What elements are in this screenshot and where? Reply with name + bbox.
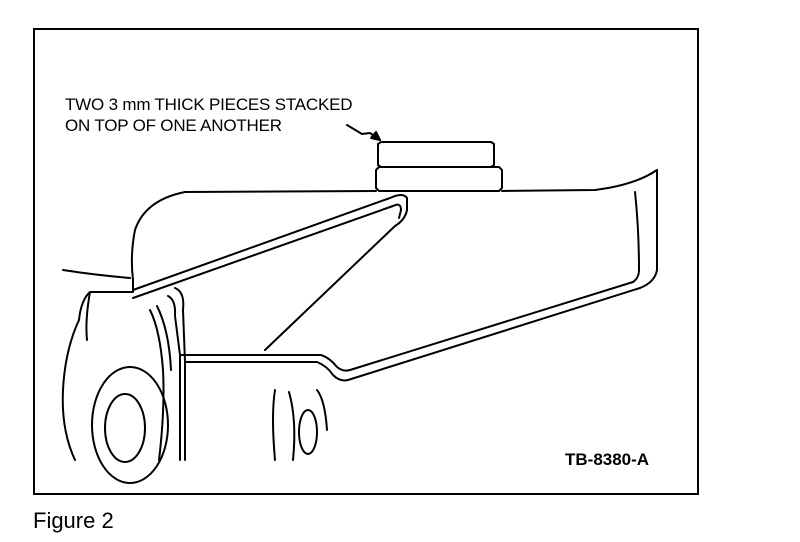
mounting-bracket [78, 169, 658, 461]
right-lower-hole [272, 389, 328, 461]
upper-spacer-piece [377, 141, 495, 168]
callout-label: TWO 3 mm THICK PIECES STACKED ON TOP OF … [65, 94, 353, 136]
callout-line-1: TWO 3 mm THICK PIECES STACKED [65, 95, 353, 114]
stacked-spacer-pieces [375, 141, 503, 192]
callout-line-2: ON TOP OF ONE ANOTHER [65, 116, 282, 135]
left-hub-assembly [61, 269, 172, 484]
lower-spacer-piece [375, 166, 503, 192]
callout-arrow [346, 124, 381, 141]
figure-caption: Figure 2 [33, 508, 114, 533]
bracket-illustration [61, 124, 658, 484]
reference-code: TB-8380-A [565, 450, 650, 469]
figure-frame: TWO 3 mm THICK PIECES STACKED ON TOP OF … [33, 28, 699, 495]
